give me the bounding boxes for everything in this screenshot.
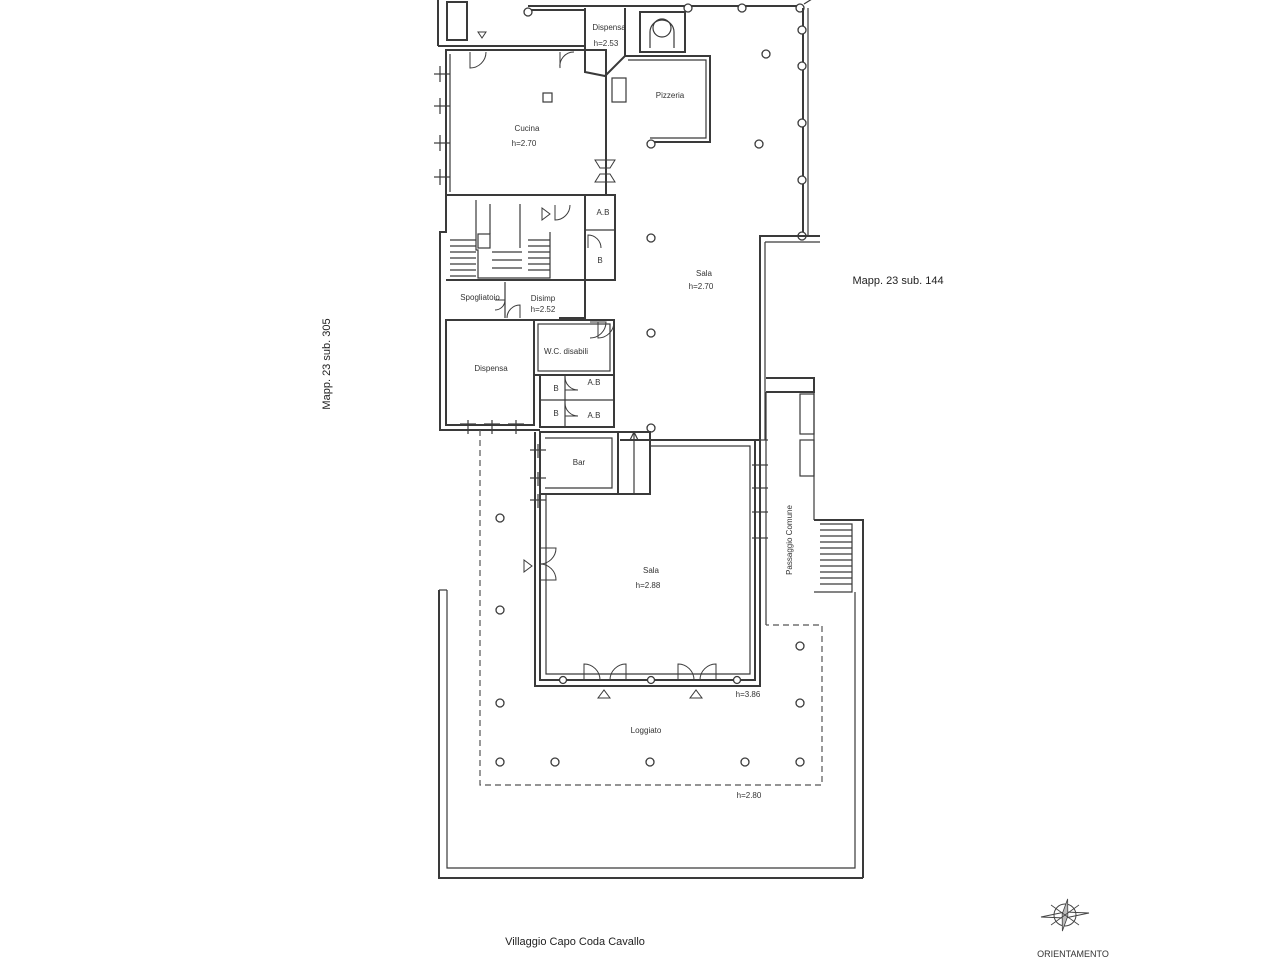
exterior-stairs	[814, 519, 864, 878]
dispensa-top-height: h=2.53	[594, 39, 619, 48]
pizzeria-label: Pizzeria	[656, 91, 685, 100]
spogliatoio-label: Spogliatoio	[460, 293, 500, 302]
b-upper-label: B	[597, 256, 602, 265]
dispensa-top-label: Dispensa	[592, 23, 626, 32]
wc-disabili-room: W.C. disabili	[533, 319, 615, 376]
compass-icon	[1040, 898, 1090, 932]
wc-label: W.C. disabili	[544, 347, 588, 356]
bathroom-block-lower: B A.B B A.B	[539, 374, 615, 428]
mapp-left-label: Mapp. 23 sub. 305	[321, 318, 333, 409]
stair-area	[439, 195, 571, 431]
dispensa-left-label: Dispensa	[474, 364, 508, 373]
pizza-oven	[639, 11, 686, 53]
bathroom-block-upper: A.B B	[570, 194, 616, 281]
bar-label: Bar	[573, 458, 586, 467]
spogliatoio-disimp: Spogliatoio Disimp h=2.52	[446, 279, 586, 321]
sala-main-label: Sala	[696, 269, 713, 278]
cucina-height: h=2.70	[512, 139, 537, 148]
sala-main-area: Sala h=2.70	[597, 49, 771, 433]
villaggio-label: Villaggio Capo Coda Cavallo	[505, 936, 645, 948]
loggiato-label: Loggiato	[631, 726, 662, 735]
cucina-room: Cucina h=2.70	[434, 49, 616, 196]
loggiato-area: Loggiato h=2.80	[479, 430, 823, 800]
disimp-label: Disimp	[531, 294, 556, 303]
mapp-right-label: Mapp. 23 sub. 144	[852, 275, 943, 287]
orientamento-label: ORIENTAMENTO	[1037, 949, 1109, 959]
passaggio-label: Passaggio Comune	[785, 505, 794, 575]
top-left-structure	[437, 0, 585, 47]
ab-mid-label: A.B	[588, 378, 601, 387]
ab-low-label: A.B	[588, 411, 601, 420]
top-wall	[523, 0, 812, 17]
sala-lower-height: h=2.88	[636, 581, 661, 590]
sala-lower-left-windows	[530, 444, 546, 508]
dispensa-left-room: Dispensa	[445, 319, 535, 434]
sala-main-height: h=2.70	[689, 282, 714, 291]
passaggio-comune: Passaggio Comune	[765, 377, 815, 625]
right-wall	[620, 8, 820, 441]
terrace-boundary	[438, 589, 863, 879]
ab-upper-label: A.B	[597, 208, 610, 217]
b-low-label: B	[553, 409, 558, 418]
loggiato-height: h=2.80	[737, 791, 762, 800]
sala-lower-label: Sala	[643, 566, 660, 575]
sala-lower-right-windows	[752, 434, 768, 546]
b-mid-label: B	[553, 384, 558, 393]
cucina-label: Cucina	[515, 124, 540, 133]
stair-treads	[450, 239, 550, 277]
h-edge-label: h=3.86	[736, 690, 761, 699]
dispensa-left-windows	[460, 420, 524, 434]
pizzeria-room: Pizzeria	[611, 55, 711, 143]
bar-room: Bar	[539, 431, 651, 495]
sala-lower-room: Sala h=2.88 h=3.86	[523, 432, 768, 699]
cucina-windows	[434, 66, 450, 185]
disimp-height: h=2.52	[531, 305, 556, 314]
